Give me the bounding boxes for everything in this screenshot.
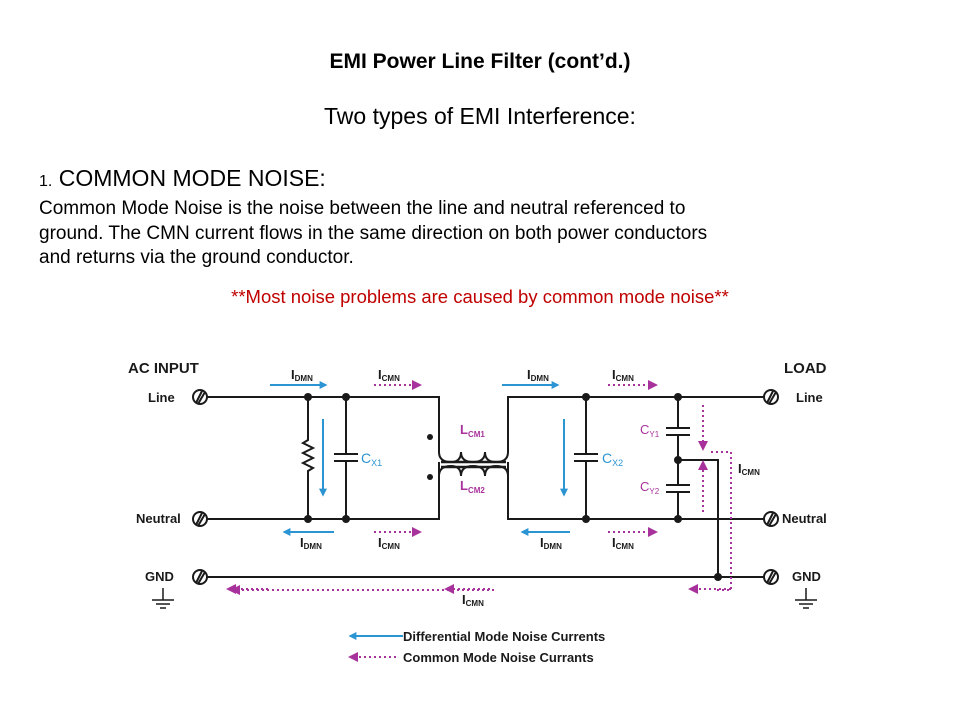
neutral-left-label: Neutral — [136, 511, 181, 526]
capacitor-cx2 — [574, 397, 598, 519]
choke-winding-lcm1 — [438, 451, 509, 464]
polarity-dot-1 — [427, 434, 433, 440]
line-wire-right — [507, 396, 764, 452]
icmn-label: ICMN — [378, 367, 400, 383]
line-wire-left — [207, 396, 440, 452]
line-right-label: Line — [796, 390, 823, 405]
choke-lower-leads — [438, 476, 509, 519]
load-label: LOAD — [784, 360, 827, 377]
y-cap-ground-link — [678, 459, 719, 577]
body-line: and returns via the ground conductor. — [39, 247, 354, 268]
junction-dots — [304, 393, 722, 581]
polarity-dot-2 — [427, 474, 433, 480]
body-line: ground. The CMN current flows in the sam… — [39, 222, 708, 244]
lcm2-label: LCM2 — [460, 478, 485, 495]
cmn-return-path — [230, 451, 732, 595]
legend-common-label: Common Mode Noise Currants — [403, 650, 594, 665]
idmn-label: IDMN — [291, 367, 313, 383]
capacitor-cx1 — [334, 397, 358, 519]
neutral-wire-right — [507, 462, 764, 520]
highlight-note: **Most noise problems are caused by comm… — [231, 286, 729, 307]
ground-symbol-icon-right — [795, 588, 817, 609]
wires — [207, 396, 764, 578]
terminal-screw-icon — [763, 511, 779, 527]
section-heading-text: COMMON MODE NOISE: — [58, 165, 326, 191]
idmn-label: IDMN — [527, 367, 549, 383]
neutral-right-label: Neutral — [782, 511, 827, 526]
line-left-label: Line — [148, 390, 175, 405]
terminal-screw-icon — [763, 569, 779, 585]
icmn-label: ICMN — [462, 592, 484, 608]
icmn-label: ICMN — [612, 367, 634, 383]
icmn-label: ICMN — [378, 535, 400, 551]
ac-input-label: AC INPUT — [128, 360, 199, 377]
lcm1-label: LCM1 — [460, 422, 485, 439]
terminal-screw-icon — [192, 511, 208, 527]
icmn-label: ICMN — [738, 461, 760, 477]
terminal-screw-icon — [192, 389, 208, 405]
icmn-label: ICMN — [612, 535, 634, 551]
slide-title: EMI Power Line Filter (cont’d.) — [329, 50, 631, 73]
choke-core — [441, 460, 506, 469]
ground-symbol-icon-left — [152, 588, 174, 609]
gnd-right-label: GND — [792, 569, 821, 584]
body-line: Common Mode Noise is the noise between t… — [39, 198, 686, 219]
bleeder-resistor — [300, 397, 316, 519]
cy1-label: CY1 — [640, 422, 660, 439]
legend-differential-label: Differential Mode Noise Currents — [403, 629, 605, 644]
section-number: 1. — [39, 173, 53, 190]
gnd-left-label: GND — [145, 569, 174, 584]
slide-subtitle: Two types of EMI Interference: — [324, 103, 636, 129]
cx1-label: CX1 — [361, 450, 382, 468]
body-paragraph: Common Mode Noise is the noise between t… — [39, 197, 919, 271]
idmn-label: IDMN — [540, 535, 562, 551]
section-heading: 1. COMMON MODE NOISE: — [39, 165, 326, 192]
terminal-screw-icon — [763, 389, 779, 405]
idmn-label: IDMN — [300, 535, 322, 551]
cx2-label: CX2 — [602, 450, 623, 468]
cy2-label: CY2 — [640, 479, 660, 496]
terminal-screw-icon — [192, 569, 208, 585]
